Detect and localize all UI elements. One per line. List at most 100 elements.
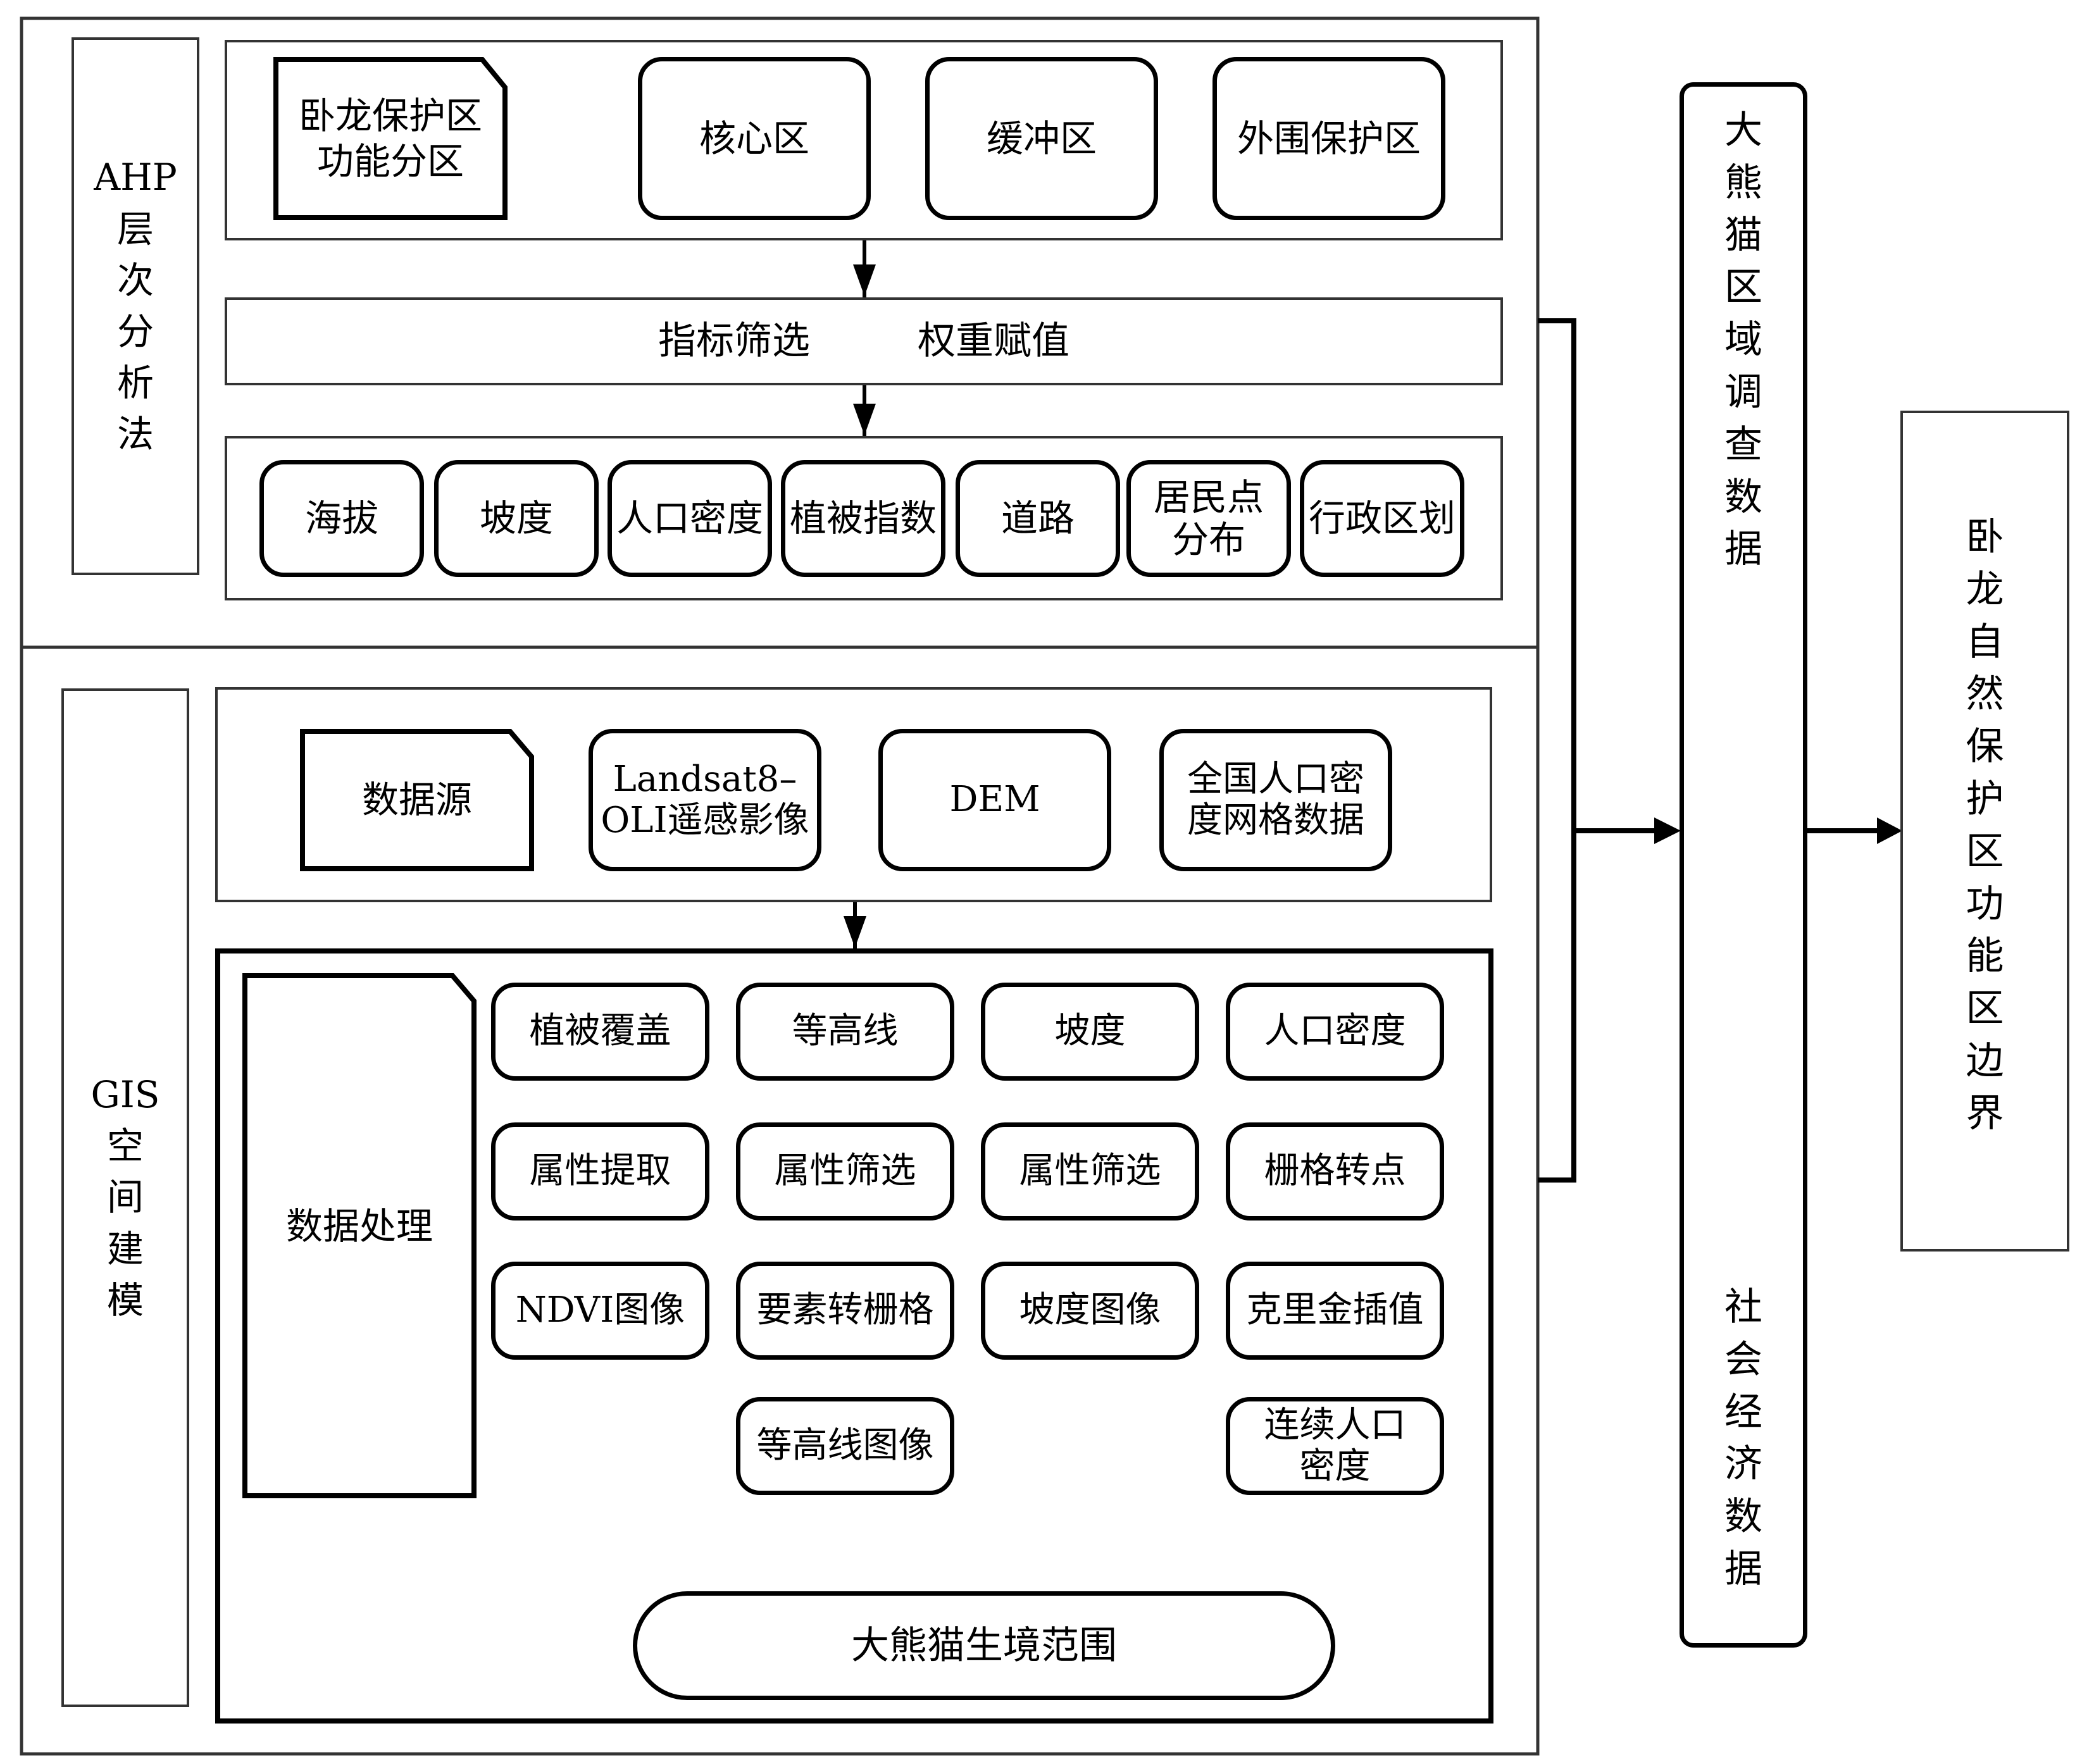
socioeconomic-char: 经 — [1724, 1389, 1762, 1434]
factor-node-line: 居民点 — [1153, 475, 1264, 519]
ahp-label-line: 析 — [116, 361, 154, 405]
data-source-label: 数据源 — [361, 778, 472, 822]
output-boundary-char: 区 — [1966, 986, 2004, 1031]
socioeconomic-char: 据 — [1724, 1546, 1762, 1591]
arrowhead — [853, 404, 876, 435]
processing-step-node-line: 等高线图像 — [756, 1425, 934, 1467]
factor-node-line: 人口密度 — [616, 497, 763, 540]
data-source-node-line: 全国人口密 — [1187, 759, 1364, 800]
factor-node-line: 海拔 — [304, 497, 378, 540]
panda-survey-char: 据 — [1724, 527, 1762, 572]
processing-step-node-line: 密度 — [1299, 1445, 1371, 1487]
socioeconomic-data-label: 社会经济数据 — [1680, 1281, 1807, 1596]
zone-outer-protection: 外围保护区 — [1212, 57, 1445, 220]
gis-label-line: 模 — [106, 1278, 144, 1322]
processing-step-node-line: 人口密度 — [1264, 1010, 1406, 1052]
factor-node-line: 行政区划 — [1308, 497, 1456, 540]
output-boundary-char: 边 — [1966, 1038, 2004, 1083]
processing-step-node: 属性筛选 — [981, 1122, 1199, 1221]
data-source-node: 全国人口密度网格数据 — [1159, 729, 1392, 871]
step-weight-assignment: 权重赋值 — [918, 319, 1069, 363]
processing-document: 数据处理 — [242, 973, 477, 1498]
document-shape — [300, 729, 534, 871]
factor-node: 居民点分布 — [1126, 460, 1291, 577]
output-boundary-label: 卧龙自然保护区功能区边界 — [1900, 511, 2069, 1140]
gis-label-line: GIS — [90, 1073, 160, 1117]
processing-step-node: 克里金插值 — [1226, 1262, 1444, 1360]
arrowhead — [844, 916, 866, 948]
data-source-node-line: DEM — [949, 779, 1040, 821]
step-indicator-selection: 指标筛选 — [658, 319, 810, 363]
output-boundary-char: 自 — [1966, 619, 2004, 664]
processing-step-node: 等高线图像 — [736, 1397, 954, 1495]
panda-survey-char: 大 — [1724, 108, 1762, 152]
panda-survey-char: 猫 — [1724, 213, 1762, 258]
gis-label-box: GIS 空 间 建 模 — [61, 688, 189, 1707]
factor-node: 道路 — [956, 460, 1120, 577]
data-source-node-line: OLI遥感影像 — [601, 799, 809, 841]
gis-label-line: 建 — [106, 1227, 144, 1270]
socioeconomic-char: 济 — [1724, 1442, 1762, 1487]
data-source-document: 数据源 — [300, 729, 534, 871]
gis-label-line: 间 — [106, 1176, 144, 1219]
socioeconomic-char: 数 — [1724, 1494, 1762, 1539]
ahp-label-box: AHP 层 次 分 析 法 — [72, 37, 199, 575]
zoning-doc-line: 功能分区 — [316, 140, 464, 183]
panda-survey-char: 区 — [1724, 265, 1762, 310]
processing-step-node: 连续人口密度 — [1226, 1397, 1444, 1495]
output-boundary-char: 护 — [1966, 776, 2004, 821]
zone-label: 缓冲区 — [986, 116, 1097, 160]
data-source-node: Landsat8–OLI遥感影像 — [589, 729, 821, 871]
factor-node-line: 分布 — [1171, 518, 1245, 561]
factor-node-line: 道路 — [1000, 497, 1075, 540]
zoning-document: 卧龙保护区 功能分区 — [273, 57, 508, 220]
socioeconomic-char: 社 — [1724, 1285, 1762, 1329]
panda-survey-char: 调 — [1724, 370, 1762, 414]
panda-survey-char: 数 — [1724, 475, 1762, 519]
processing-label: 数据处理 — [285, 1204, 433, 1248]
panda-survey-char: 查 — [1724, 422, 1762, 467]
result-label: 大熊猫生境范围 — [851, 1623, 1117, 1668]
processing-step-node-line: 植被覆盖 — [529, 1010, 671, 1052]
processing-step-node-line: 属性筛选 — [1019, 1150, 1161, 1192]
factor-node-line: 坡度 — [479, 497, 553, 540]
processing-step-node: 要素转栅格 — [736, 1262, 954, 1360]
output-boundary-char: 能 — [1966, 934, 2004, 979]
factor-node: 海拔 — [259, 460, 424, 577]
panda-survey-data-label: 大熊猫区域调查数据 — [1680, 104, 1807, 576]
processing-step-node-line: 要素转栅格 — [756, 1289, 934, 1331]
processing-step-node: NDVI图像 — [491, 1262, 709, 1360]
ahp-label-line: 分 — [116, 310, 154, 353]
panda-survey-char: 熊 — [1724, 160, 1762, 205]
bracket-connector — [1538, 318, 1576, 1183]
output-boundary-char: 龙 — [1966, 567, 2004, 612]
arrowhead — [1654, 817, 1681, 844]
processing-step-node-line: 坡度 — [1054, 1010, 1126, 1052]
output-boundary-char: 保 — [1966, 724, 2004, 769]
zone-label: 外围保护区 — [1237, 116, 1421, 160]
processing-step-node: 属性筛选 — [736, 1122, 954, 1221]
processing-step-node: 坡度 — [981, 983, 1199, 1081]
output-boundary-char: 然 — [1966, 672, 2004, 717]
output-boundary-char: 功 — [1966, 881, 2004, 926]
processing-step-node-line: 连续人口 — [1264, 1405, 1406, 1446]
processing-step-node-line: NDVI图像 — [515, 1289, 685, 1331]
zoning-doc-line: 卧龙保护区 — [298, 94, 482, 137]
processing-step-node: 栅格转点 — [1226, 1122, 1444, 1221]
output-boundary-char: 卧 — [1966, 515, 2004, 559]
zone-label: 核心区 — [699, 116, 809, 160]
factor-node: 坡度 — [434, 460, 599, 577]
processing-step-node: 人口密度 — [1226, 983, 1444, 1081]
gis-label-line: 空 — [106, 1124, 144, 1168]
document-shape — [273, 57, 508, 220]
processing-step-node-line: 坡度图像 — [1019, 1289, 1161, 1331]
middle-data-column — [1680, 82, 1807, 1648]
data-source-node-line: Landsat8– — [613, 759, 797, 800]
output-boundary-char: 区 — [1966, 829, 2004, 874]
factor-node-line: 植被指数 — [789, 497, 937, 540]
ahp-label-line: 次 — [116, 258, 154, 302]
zone-buffer: 缓冲区 — [925, 57, 1158, 220]
output-boundary-char: 界 — [1966, 1091, 2004, 1136]
ahp-label-line: 法 — [116, 413, 154, 456]
factor-node: 植被指数 — [781, 460, 945, 577]
